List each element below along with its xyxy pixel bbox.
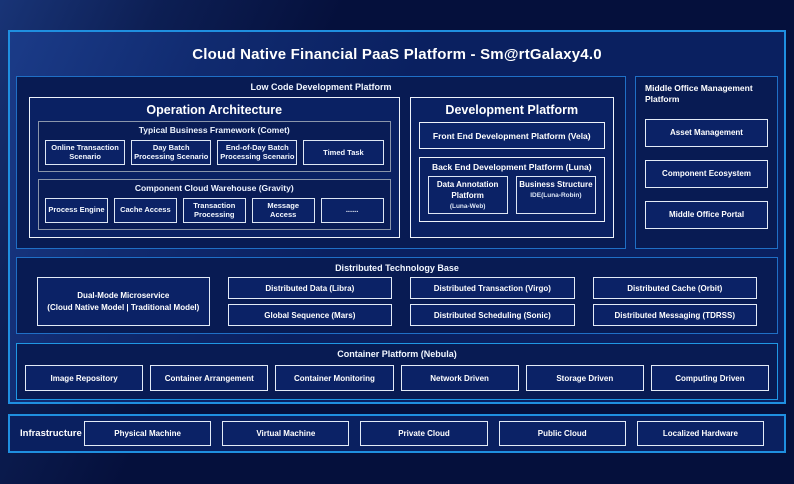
low-code-body: Operation Architecture Typical Business …	[17, 92, 625, 248]
chip-online-transaction-scenario: Online Transaction Scenario	[45, 140, 126, 165]
chip-image-repository: Image Repository	[25, 365, 144, 391]
low-code-platform-label: Low Code Development Platform	[250, 82, 392, 92]
chip-process-engine: Process Engine	[45, 197, 108, 223]
chip-component-ecosystem: Component Ecosystem	[645, 159, 768, 188]
chip-distributed-scheduling: Distributed Scheduling (Sonic)	[410, 304, 575, 326]
chip-transaction-processing: Transaction Processing	[182, 197, 246, 223]
chip-timed-task: Timed Task	[303, 140, 384, 165]
chip-localized-hardware: Localized Hardware	[636, 421, 765, 446]
component-cloud-warehouse-title: Component Cloud Warehouse (Gravity)	[134, 182, 294, 193]
chip-cache-access: Cache Access	[113, 197, 177, 223]
low-code-development-platform-section: Low Code Development Platform Operation …	[16, 76, 626, 249]
chip-distributed-transaction: Distributed Transaction (Virgo)	[410, 277, 575, 299]
data-annotation-platform-name: Data Annotation Platform	[436, 180, 499, 200]
infrastructure-section: Infrastructure Physical Machine Virtual …	[8, 414, 786, 453]
chip-business-structure-ide: Business Structure IDE(Luna-Robin)	[515, 176, 597, 214]
dual-mode-line1: Dual-Mode Microservice	[77, 290, 170, 300]
business-structure-sub: IDE(Luna-Robin)	[530, 191, 582, 199]
development-platform-title: Development Platform	[445, 103, 579, 117]
chip-private-cloud: Private Cloud	[360, 421, 488, 446]
distributed-technology-base-label: Distributed Technology Base	[335, 263, 459, 273]
chip-global-sequence: Global Sequence (Mars)	[227, 304, 393, 326]
chip-container-arrangement: Container Arrangement	[150, 365, 269, 391]
chip-container-monitoring: Container Monitoring	[275, 365, 394, 391]
chip-storage-driven: Storage Driven	[525, 365, 644, 391]
infrastructure-row: Physical Machine Virtual Machine Private…	[84, 421, 765, 446]
chip-message-access: Message Access	[251, 197, 315, 223]
distributed-column-1: Distributed Data (Libra) Global Sequence…	[227, 277, 393, 326]
container-platform-label: Container Platform (Nebula)	[337, 349, 457, 359]
distributed-column-2: Distributed Transaction (Virgo) Distribu…	[410, 277, 575, 326]
chip-dual-mode-microservice: Dual-Mode Microservice (Cloud Native Mod…	[37, 277, 210, 326]
data-annotation-platform-sub: (Luna-Web)	[449, 202, 486, 210]
distributed-column-3: Distributed Cache (Orbit) Distributed Me…	[592, 277, 757, 326]
chip-virtual-machine: Virtual Machine	[222, 421, 350, 446]
container-platform-row: Image Repository Container Arrangement C…	[17, 359, 777, 399]
top-row: Low Code Development Platform Operation …	[16, 76, 778, 249]
page-title: Cloud Native Financial PaaS Platform - S…	[192, 46, 602, 63]
typical-business-framework-group: Typical Business Framework (Comet) Onlin…	[38, 121, 391, 172]
distributed-technology-base-section: Distributed Technology Base Dual-Mode Mi…	[16, 257, 778, 334]
development-platform-box: Development Platform Front End Developme…	[409, 97, 614, 238]
operation-architecture-title: Operation Architecture	[146, 103, 283, 117]
chip-distributed-messaging: Distributed Messaging (TDRSS)	[592, 304, 757, 326]
middle-office-platform-label: Middle Office Management Platform	[645, 83, 753, 105]
chip-ellipsis: ......	[320, 197, 384, 223]
chip-distributed-cache: Distributed Cache (Orbit)	[592, 277, 757, 299]
typical-business-framework-row: Online Transaction Scenario Day Batch Pr…	[39, 137, 390, 171]
back-end-row: Data Annotation Platform (Luna-Web) Busi…	[420, 175, 604, 214]
chip-network-driven: Network Driven	[400, 365, 519, 391]
chip-distributed-data: Distributed Data (Libra)	[227, 277, 393, 299]
component-cloud-warehouse-group: Component Cloud Warehouse (Gravity) Proc…	[38, 178, 391, 230]
chip-physical-machine: Physical Machine	[84, 421, 212, 446]
container-platform-section: Container Platform (Nebula) Image Reposi…	[16, 343, 778, 400]
chip-data-annotation-platform: Data Annotation Platform (Luna-Web)	[427, 176, 508, 214]
chip-end-of-day-batch-processing-scenario: End-of-Day Batch Processing Scenario	[217, 140, 298, 165]
chip-asset-management: Asset Management	[645, 118, 768, 147]
dual-mode-line2: (Cloud Native Model | Traditional Model)	[47, 302, 200, 312]
infrastructure-label: Infrastructure	[20, 428, 82, 439]
component-cloud-warehouse-row: Process Engine Cache Access Transaction …	[39, 195, 390, 229]
middle-office-management-platform-section: Middle Office Management Platform Asset …	[635, 76, 778, 249]
operation-architecture-box: Operation Architecture Typical Business …	[29, 97, 400, 238]
chip-public-cloud: Public Cloud	[498, 421, 626, 446]
chip-computing-driven: Computing Driven	[650, 365, 770, 391]
chip-day-batch-processing-scenario: Day Batch Processing Scenario	[131, 140, 212, 165]
chip-middle-office-portal: Middle Office Portal	[645, 200, 768, 229]
platform-panel: Cloud Native Financial PaaS Platform - S…	[8, 30, 786, 404]
back-end-development-platform-group: Back End Development Platform (Luna) Dat…	[418, 157, 605, 222]
business-structure-name: Business Structure	[519, 180, 593, 189]
typical-business-framework-title: Typical Business Framework (Comet)	[138, 125, 290, 135]
front-end-development-platform-box: Front End Development Platform (Vela)	[418, 122, 605, 149]
distributed-technology-base-body: Dual-Mode Microservice (Cloud Native Mod…	[17, 273, 777, 333]
back-end-development-platform-title: Back End Development Platform (Luna)	[431, 162, 592, 172]
